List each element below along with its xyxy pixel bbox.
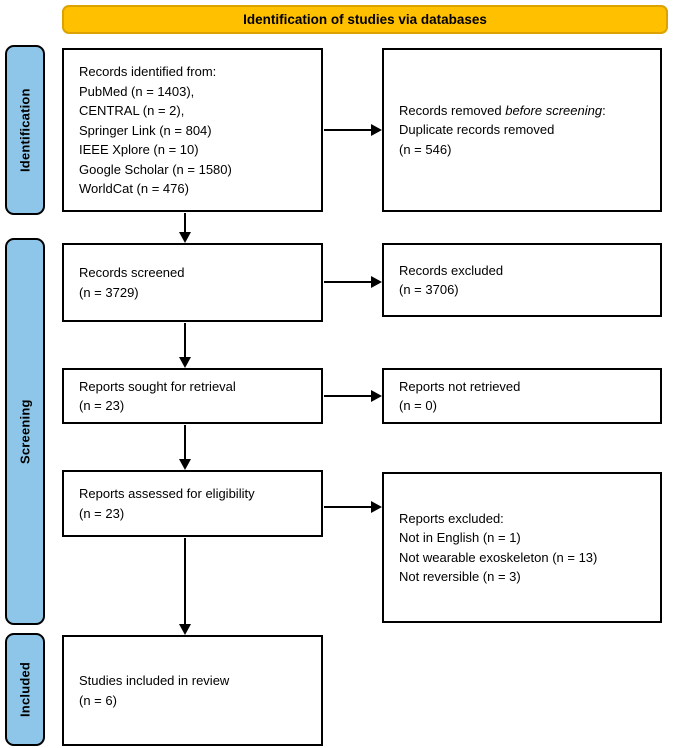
records-identified-item: PubMed (n = 1403), <box>79 83 195 99</box>
box-reports-not-retrieved: Reports not retrieved (n = 0) <box>382 368 662 424</box>
records-identified-item: IEEE Xplore (n = 10) <box>79 142 199 157</box>
records-identified-item: WorldCat (n = 476) <box>79 181 189 196</box>
box-records-removed: Records removed before screening: Duplic… <box>382 48 662 212</box>
arrow-identified-to-removed-icon <box>324 124 382 136</box>
banner-identification-via-databases: Identification of studies via databases <box>62 5 668 34</box>
reports-excluded-item: Not reversible (n = 3) <box>399 569 521 584</box>
stage-identification-text: Identification <box>17 88 33 172</box>
arrow-assessed-to-included-icon <box>179 538 191 635</box>
box-reports-assessed: Reports assessed for eligibility (n = 23… <box>62 470 323 537</box>
records-excluded-line: Records excluded <box>399 262 504 278</box>
reports-not-retrieved-line: Reports not retrieved <box>399 378 521 394</box>
reports-sought-count: (n = 23) <box>79 398 125 413</box>
stage-label-identification: Identification <box>5 45 45 215</box>
arrow-screened-to-excluded-icon <box>324 276 382 288</box>
studies-included-count: (n = 6) <box>79 692 117 708</box>
reports-assessed-line: Reports assessed for eligibility <box>79 486 255 501</box>
stage-label-included: Included <box>5 633 45 746</box>
reports-excluded-item: Not in English (n = 1) <box>399 530 521 545</box>
stage-included-text: Included <box>17 661 33 718</box>
records-screened-line: Records screened <box>79 265 185 280</box>
arrow-identified-to-screened-icon <box>179 213 191 243</box>
records-removed-title-italic: before screening <box>505 102 603 118</box>
records-identified-item: Springer Link (n = 804) <box>79 122 212 138</box>
stage-screening-text: Screening <box>17 399 33 464</box>
arrow-sought-to-assessed-icon <box>179 425 191 470</box>
stage-label-screening: Screening <box>5 238 45 625</box>
box-studies-included: Studies included in review (n = 6) <box>62 635 323 746</box>
box-records-excluded: Records excluded (n = 3706) <box>382 243 662 317</box>
arrow-sought-to-not-retrieved-icon <box>324 390 382 402</box>
reports-excluded-title: Reports excluded: <box>399 510 504 526</box>
box-reports-sought: Reports sought for retrieval (n = 23) <box>62 368 323 424</box>
banner-label: Identification of studies via databases <box>243 12 487 27</box>
reports-not-retrieved-count: (n = 0) <box>399 398 437 413</box>
reports-sought-line: Reports sought for retrieval <box>79 378 236 394</box>
reports-excluded-item: Not wearable exoskeleton (n = 13) <box>399 549 598 565</box>
records-identified-title: Records identified from: <box>79 64 217 79</box>
box-records-screened: Records screened (n = 3729) <box>62 243 323 322</box>
arrow-assessed-to-reports-excluded-icon <box>324 501 382 513</box>
reports-assessed-count: (n = 23) <box>79 505 125 521</box>
records-identified-item: Google Scholar (n = 1580) <box>79 161 232 177</box>
records-identified-item: CENTRAL (n = 2), <box>79 103 185 118</box>
records-removed-title: Records removed before screening: <box>399 102 606 118</box>
records-excluded-count: (n = 3706) <box>399 282 459 297</box>
box-records-identified: Records identified from: PubMed (n = 140… <box>62 48 323 212</box>
arrow-screened-to-sought-icon <box>179 323 191 368</box>
studies-included-line: Studies included in review <box>79 673 230 688</box>
records-screened-count: (n = 3729) <box>79 284 139 300</box>
records-removed-count: (n = 546) <box>399 141 452 157</box>
box-reports-excluded: Reports excluded: Not in English (n = 1)… <box>382 472 662 623</box>
records-removed-item: Duplicate records removed <box>399 122 555 138</box>
